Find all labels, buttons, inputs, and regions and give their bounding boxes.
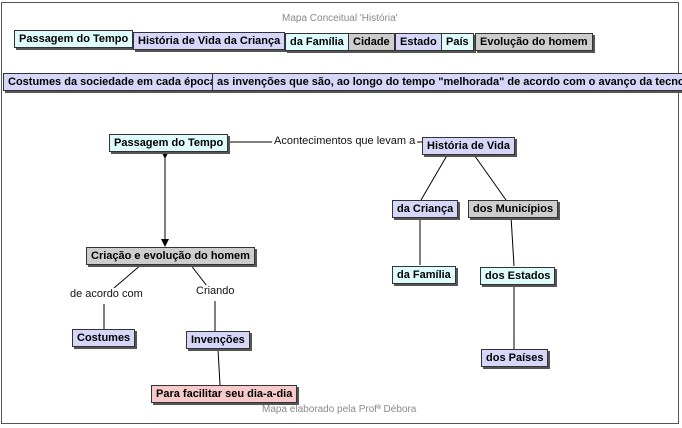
- node-historia-de-vida[interactable]: História de Vida: [422, 137, 515, 155]
- map-title: Mapa Conceitual 'História': [282, 13, 398, 24]
- node-criacao-evolucao-homem[interactable]: Criação e evolução do homem: [86, 247, 255, 265]
- top-node-passagem-do-tempo[interactable]: Passagem do Tempo: [14, 30, 134, 48]
- node-da-familia[interactable]: da Família: [392, 266, 456, 284]
- footer-credit: Mapa elaborado pela Profª Débora: [262, 404, 417, 415]
- edge-criacao-criando: [189, 263, 208, 287]
- node-dos-estados[interactable]: dos Estados: [480, 267, 556, 285]
- top-node-evolucao-do-homem[interactable]: Evolução do homem: [475, 33, 593, 51]
- top-node-estado[interactable]: Estado: [395, 33, 442, 51]
- node-costumes[interactable]: Costumes: [72, 329, 136, 347]
- top-node-cidade[interactable]: Cidade: [348, 33, 395, 51]
- edge-invencoes-facilitar: [217, 348, 221, 386]
- edge-historia-crianca: [420, 151, 450, 201]
- node-dos-paises[interactable]: dos Países: [481, 349, 549, 367]
- node-da-crianca[interactable]: da Criança: [392, 200, 459, 218]
- edge-criacao-deacordo: [113, 263, 143, 289]
- node-invencoes[interactable]: Invenções: [186, 331, 250, 349]
- link-de-acordo-com: de acordo com: [68, 288, 145, 300]
- connections: [103, 141, 515, 386]
- node-passagem-do-tempo[interactable]: Passagem do Tempo: [109, 134, 229, 152]
- edge-historia-municipios: [471, 151, 507, 201]
- node-para-facilitar[interactable]: Para facilitar seu dia-a-dia: [151, 385, 298, 403]
- node-dos-municipios[interactable]: dos Municípios: [468, 200, 559, 218]
- edge-municipios-estados: [510, 215, 515, 267]
- top-node-da-familia[interactable]: da Família: [285, 33, 349, 51]
- top-node-pais[interactable]: País: [441, 33, 474, 51]
- top-node-historia-vida-crianca[interactable]: História de Vida da Criança: [133, 32, 286, 50]
- row-node-invencoes-tecnologia[interactable]: as invenções que são, ao longo do tempo …: [212, 73, 682, 91]
- link-criando: Criando: [194, 285, 237, 297]
- link-acontecimentos: Acontecimentos que levam a: [272, 135, 418, 147]
- row-node-costumes-sociedade[interactable]: Costumes da sociedade em cada época: [3, 73, 221, 91]
